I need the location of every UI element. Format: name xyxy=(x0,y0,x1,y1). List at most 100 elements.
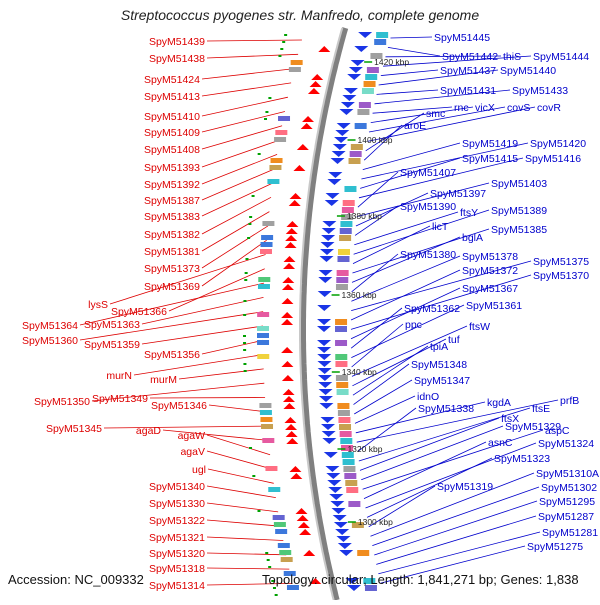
gene-label-left: SpyM51381 xyxy=(144,246,200,258)
gene-function-block xyxy=(336,382,349,388)
leader-line-right xyxy=(357,407,417,452)
reverse-gene-arrow xyxy=(318,46,331,52)
gene-label-left: SpyM51314 xyxy=(149,580,205,592)
leader-line-left xyxy=(109,254,266,305)
gene-tick xyxy=(282,41,286,43)
leader-line-right xyxy=(353,209,490,255)
gene-label-left: SpyM51438 xyxy=(149,53,205,65)
leader-line-left xyxy=(91,382,265,402)
gene-tick xyxy=(257,153,261,155)
forward-gene-arrow xyxy=(332,515,347,521)
gene-function-block xyxy=(335,354,348,360)
gene-label-right: SpyM51437 xyxy=(440,65,496,77)
forward-gene-arrow xyxy=(350,60,365,66)
forward-gene-arrow xyxy=(318,396,333,402)
leader-line-left xyxy=(206,53,299,59)
leader-line-right xyxy=(351,260,532,311)
gene-function-block xyxy=(335,340,348,346)
gene-label-right: SpyM51444 xyxy=(533,51,589,63)
reverse-gene-arrow xyxy=(283,256,296,262)
forward-gene-arrow xyxy=(317,375,332,381)
gene-label-right: licT xyxy=(432,221,449,233)
gene-label-right: ppc xyxy=(405,319,422,331)
leader-line-left xyxy=(208,404,267,413)
leader-line-left xyxy=(206,519,281,527)
forward-gene-arrow xyxy=(339,109,354,115)
leader-line-left xyxy=(206,434,271,456)
forward-gene-arrow xyxy=(317,361,332,367)
gene-label-right: SpyM51378 xyxy=(462,251,518,263)
kbp-tick-label: 1340 kbp xyxy=(342,367,377,377)
leader-line-right xyxy=(351,255,461,302)
forward-gene-arrow xyxy=(331,508,346,514)
gene-function-block xyxy=(259,410,272,415)
gene-label-right: SpyM51403 xyxy=(491,178,547,190)
gene-function-block xyxy=(351,522,364,528)
map-title: Streptococcus pyogenes str. Manfredo, co… xyxy=(120,7,480,23)
leader-line-left xyxy=(206,39,302,42)
reverse-gene-arrow xyxy=(286,438,299,444)
gene-function-block xyxy=(337,410,350,416)
leader-line-right xyxy=(362,429,544,490)
gene-label-right: idnO xyxy=(417,391,439,403)
leader-line-left xyxy=(141,297,264,325)
gene-tick xyxy=(244,279,248,281)
reverse-gene-arrow xyxy=(285,431,298,437)
leader-line-left xyxy=(201,211,270,252)
gene-tick xyxy=(249,447,253,449)
leader-line-right xyxy=(354,379,413,415)
forward-gene-arrow xyxy=(328,487,343,493)
leader-line-left xyxy=(79,311,264,341)
gene-label-left: SpyM51356 xyxy=(144,349,200,361)
gene-label-right: SpyM51445 xyxy=(434,32,490,44)
leader-line-right xyxy=(363,441,487,499)
leader-line-right xyxy=(350,274,532,330)
leader-line-right xyxy=(372,486,540,546)
forward-gene-arrow xyxy=(333,522,348,528)
reverse-gene-arrow xyxy=(281,375,294,381)
reverse-gene-arrow xyxy=(288,200,301,206)
reverse-gene-arrow xyxy=(285,424,298,430)
reverse-gene-arrow xyxy=(282,396,295,402)
leader-line-left xyxy=(149,397,266,399)
gene-label-right: SpyM51302 xyxy=(541,482,597,494)
gene-function-block xyxy=(274,137,287,142)
gene-function-block xyxy=(346,487,359,493)
gene-tick xyxy=(243,300,247,302)
gene-function-block xyxy=(335,375,348,381)
kbp-tick-label: 1300 kbp xyxy=(358,517,393,527)
gene-label-right: SpyM51348 xyxy=(411,359,467,371)
forward-gene-arrow xyxy=(327,480,342,486)
gene-tick xyxy=(266,559,270,561)
gene-function-block xyxy=(344,186,357,192)
leader-line-right xyxy=(374,500,538,556)
gene-tick xyxy=(248,223,252,225)
gene-label-right: SpyM51319 xyxy=(437,481,493,493)
leader-line-left xyxy=(178,368,264,380)
leader-line-right xyxy=(370,472,535,537)
leader-line-right xyxy=(352,345,429,396)
reverse-gene-arrow xyxy=(283,403,296,409)
genome-backbone xyxy=(299,27,349,601)
gene-function-block xyxy=(280,557,293,562)
gene-function-block xyxy=(257,284,270,289)
gene-label-right: SpyM51420 xyxy=(530,138,586,150)
gene-tick xyxy=(257,510,261,512)
gene-label-left: SpyM51345 xyxy=(46,423,102,435)
forward-gene-arrow xyxy=(317,368,332,374)
leader-line-left xyxy=(206,552,287,556)
forward-gene-arrow xyxy=(354,46,369,52)
forward-gene-arrow xyxy=(317,354,332,360)
gene-label-left: SpyM51330 xyxy=(149,498,205,510)
gene-label-right: SpyM51361 xyxy=(466,300,522,312)
forward-gene-arrow xyxy=(336,536,351,542)
forward-gene-arrow xyxy=(335,529,350,535)
gene-function-block xyxy=(366,67,379,73)
gene-label-left: SpyM51346 xyxy=(151,400,207,412)
gene-tick xyxy=(243,335,247,337)
reverse-gene-arrow xyxy=(295,508,308,514)
leader-line-left xyxy=(201,125,283,150)
gene-tick xyxy=(280,48,284,50)
gene-function-block xyxy=(277,543,290,548)
gene-label-left: SpyM51409 xyxy=(144,127,200,139)
